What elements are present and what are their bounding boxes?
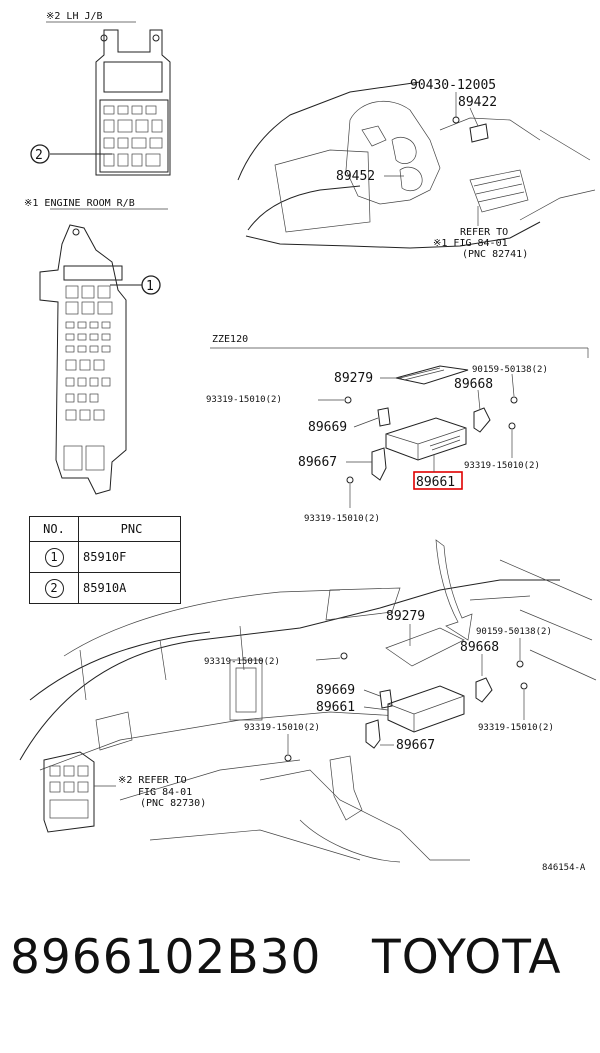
pnc-value[interactable]: 85910A xyxy=(78,572,181,604)
refer2-line1: ※2 REFER TO xyxy=(118,775,187,786)
part-number: 8966102B30 xyxy=(10,930,322,985)
ecu-part-93319-15010-c[interactable]: 93319-15010(2) xyxy=(304,514,380,524)
callout-2-label: 2 xyxy=(35,148,43,163)
part-89452[interactable]: 89452 xyxy=(336,169,375,184)
ecu-part-89668[interactable]: 89668 xyxy=(454,377,493,392)
table-row: 1 85910F xyxy=(29,541,181,573)
dash-part-89668[interactable]: 89668 xyxy=(460,640,499,655)
brand-name: TOYOTA xyxy=(372,930,562,985)
ecu-part-89661-highlighted[interactable]: 89661 xyxy=(416,475,455,490)
footer: 8966102B30 TOYOTA xyxy=(0,930,600,1010)
refer2-line3: (PNC 82730) xyxy=(140,798,206,809)
callout-2-circle xyxy=(30,144,50,164)
callout-1-label: 1 xyxy=(146,279,154,294)
ecu-part-89669[interactable]: 89669 xyxy=(308,420,347,435)
row-number-circle: 2 xyxy=(44,578,64,598)
lh-junction-block: ※2 LH J/B 2 xyxy=(30,11,171,176)
row-number-circle: 1 xyxy=(44,547,64,567)
pnc-value[interactable]: 85910F xyxy=(78,541,181,573)
part-89422[interactable]: 89422 xyxy=(458,95,497,110)
dash-part-93319-15010-c[interactable]: 93319-15010(2) xyxy=(478,723,554,733)
pnc-table-header: NO. PNC xyxy=(29,516,181,542)
parts-diagram: ※2 LH J/B 2 ※1 ENGINE ROOM R/B xyxy=(19,11,597,873)
refer1-line1: REFER TO xyxy=(460,227,508,238)
dash-part-93319-15010-b[interactable]: 93319-15010(2) xyxy=(244,723,320,733)
pnc-table: NO. PNC 1 85910F 2 85910A xyxy=(29,516,181,604)
dashboard-illustration: 89279 90159-50138(2) 89668 93319-15010(2… xyxy=(19,539,597,873)
engine-bay-illustration: 90430-12005 89422 89452 REFER TO ※1 FIG … xyxy=(237,78,596,260)
figure-code: 846154-A xyxy=(542,863,586,873)
ecu-part-93319-15010-b[interactable]: 93319-15010(2) xyxy=(464,461,540,471)
dash-part-93319-15010-a[interactable]: 93319-15010(2) xyxy=(204,657,280,667)
pnc-header-no: NO. xyxy=(29,516,79,542)
ecu-part-93319-15010-a[interactable]: 93319-15010(2) xyxy=(206,395,282,405)
refer1-line3: (PNC 82741) xyxy=(462,249,528,260)
part-90430-12005[interactable]: 90430-12005 xyxy=(410,78,496,93)
dash-part-90159-50138[interactable]: 90159-50138(2) xyxy=(476,627,552,637)
table-row: 2 85910A xyxy=(29,572,181,604)
dash-part-89661[interactable]: 89661 xyxy=(316,700,355,715)
lh-jb-label: ※2 LH J/B xyxy=(46,11,103,22)
dash-part-89279[interactable]: 89279 xyxy=(386,609,425,624)
dash-part-89667[interactable]: 89667 xyxy=(396,738,435,753)
ecu-part-89667[interactable]: 89667 xyxy=(298,455,337,470)
zze120-label: ZZE120 xyxy=(212,334,248,345)
refer2-line2: FIG 84-01 xyxy=(138,787,192,798)
dash-part-89669[interactable]: 89669 xyxy=(316,683,355,698)
engine-room-relay-block: ※1 ENGINE ROOM R/B 1 xyxy=(24,198,168,495)
highlight-box-89661 xyxy=(413,471,463,490)
engine-room-rb-label: ※1 ENGINE ROOM R/B xyxy=(24,198,135,209)
ecu-part-89279[interactable]: 89279 xyxy=(334,371,373,386)
callout-1-circle xyxy=(141,275,161,295)
ecu-detail-zze120: ZZE120 89279 90159-50138(2) 89668 93319-… xyxy=(206,334,589,524)
refer1-line2: ※1 FIG 84-01 xyxy=(433,238,508,249)
pnc-header-pnc: PNC xyxy=(78,516,181,542)
ecu-part-90159-50138[interactable]: 90159-50138(2) xyxy=(472,365,548,375)
